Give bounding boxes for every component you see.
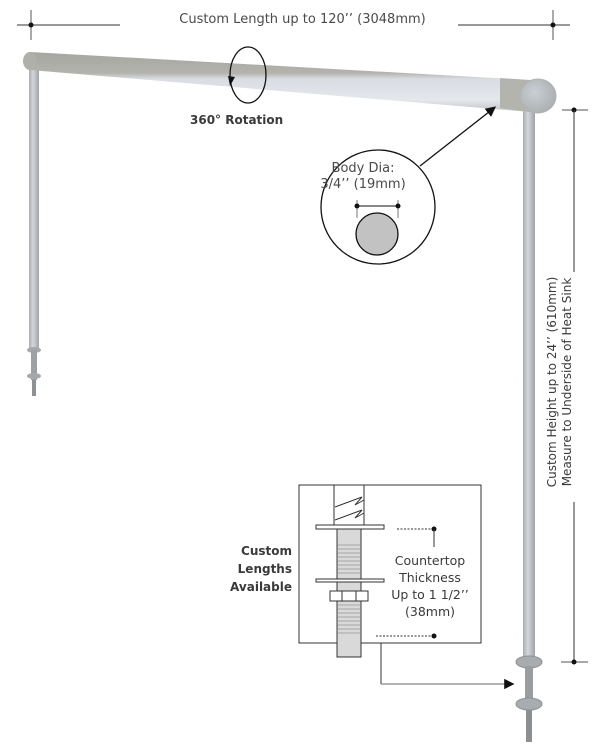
body-diameter-callout bbox=[320, 106, 497, 265]
custom-lengths-line: Available bbox=[230, 580, 292, 594]
left-leg bbox=[27, 65, 41, 396]
countertop-line: Countertop bbox=[394, 553, 466, 568]
countertop-thickness-label: Countertop Thickness Up to 1 1/2’’ (38mm… bbox=[385, 552, 475, 620]
countertop-detail bbox=[298, 484, 482, 658]
custom-lengths-line: Lengths bbox=[237, 562, 292, 576]
body-diameter-title: Body Dia: bbox=[331, 161, 395, 176]
countertop-line: (38mm) bbox=[404, 604, 455, 619]
length-dimension bbox=[17, 10, 570, 40]
body-diameter-value: 3/4’’ (19mm) bbox=[320, 177, 406, 192]
connector-arrow bbox=[380, 643, 515, 690]
height-label-line2: Measure to Underside of Heat Sink bbox=[560, 277, 574, 487]
countertop-line: Thickness bbox=[399, 570, 461, 585]
horizontal-bar bbox=[23, 52, 557, 114]
custom-lengths-label: Custom Lengths Available bbox=[220, 542, 292, 596]
length-label: Custom Length up to 120’’ (3048mm) bbox=[179, 12, 426, 27]
height-label: Custom Height up to 24’’ (610mm) Measure… bbox=[545, 277, 575, 488]
body-diameter-label: Body Dia: 3/4’’ (19mm) bbox=[313, 161, 413, 193]
height-label-line1: Custom Height up to 24’’ (610mm) bbox=[545, 276, 559, 488]
custom-lengths-line: Custom bbox=[241, 544, 292, 558]
height-dimension bbox=[561, 107, 588, 665]
rotation-label: 360° Rotation bbox=[190, 113, 284, 127]
rotation-arrow-icon bbox=[228, 46, 267, 104]
countertop-line: Up to 1 1/2’’ bbox=[391, 587, 469, 602]
right-leg bbox=[515, 108, 543, 742]
